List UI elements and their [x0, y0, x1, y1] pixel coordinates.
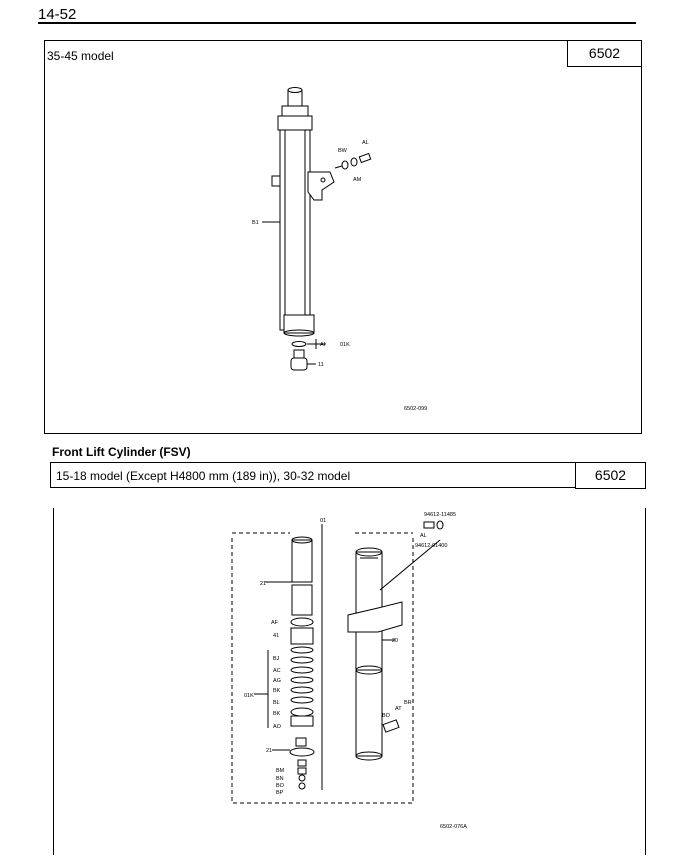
- section-title: Front Lift Cylinder (FSV): [52, 445, 191, 459]
- label-bj: BJ: [273, 656, 280, 662]
- label-al-bottom: AL: [420, 533, 427, 539]
- figure-id-bottom: 6502: [575, 462, 646, 489]
- diagram-panel-top: [44, 40, 642, 434]
- diagram-panel-bottom: [53, 508, 646, 855]
- diagram-code-top: 6502-099: [404, 406, 427, 412]
- label-bo-2: BO: [382, 713, 391, 719]
- figure-id-top: 6502: [567, 40, 642, 67]
- label-ao: AO: [273, 724, 282, 730]
- label-bm: BM: [276, 768, 285, 774]
- label-01: 01: [320, 518, 326, 524]
- label-pn-94612-11485: 94612-11485: [424, 512, 456, 518]
- label-41: 41: [273, 633, 279, 639]
- label-bp: BP: [276, 790, 284, 796]
- header-rule: [38, 22, 636, 24]
- label-ai: AI: [320, 342, 326, 348]
- label-11: 11: [318, 362, 324, 368]
- label-21-lower: 21: [266, 748, 272, 754]
- label-01k: 01K: [340, 342, 350, 348]
- label-bk-1: BK: [273, 688, 281, 694]
- label-bk-2: BK: [273, 711, 281, 717]
- diagram-code-bottom: 6502-076A: [440, 824, 467, 830]
- top-cylinder-drawing: [262, 87, 372, 371]
- label-al: AL: [362, 140, 369, 146]
- label-af: AF: [271, 620, 279, 626]
- model-label-top: 35-45 model: [47, 49, 114, 63]
- label-am: AM: [353, 177, 362, 183]
- label-01k-bottom: 01K: [244, 693, 254, 699]
- model-label-bottom: 15-18 model (Except H4800 mm (189 in)), …: [56, 469, 351, 483]
- label-bl: BL: [273, 700, 280, 706]
- label-bn: BN: [276, 776, 284, 782]
- label-21-upper: 21: [260, 581, 266, 587]
- label-br: BR: [404, 700, 412, 706]
- label-ac: AC: [273, 668, 281, 674]
- label-b1: B1: [252, 220, 259, 226]
- page-number: 14-52: [38, 6, 77, 23]
- label-ag: AG: [273, 678, 281, 684]
- bottom-cylinder-drawing: [231, 520, 444, 804]
- label-20: 20: [392, 638, 398, 644]
- label-at: AT: [395, 706, 402, 712]
- label-bo-1: BO: [276, 783, 285, 789]
- label-pn-94612-01400: 94612-01400: [415, 543, 447, 549]
- label-bw: BW: [338, 148, 348, 154]
